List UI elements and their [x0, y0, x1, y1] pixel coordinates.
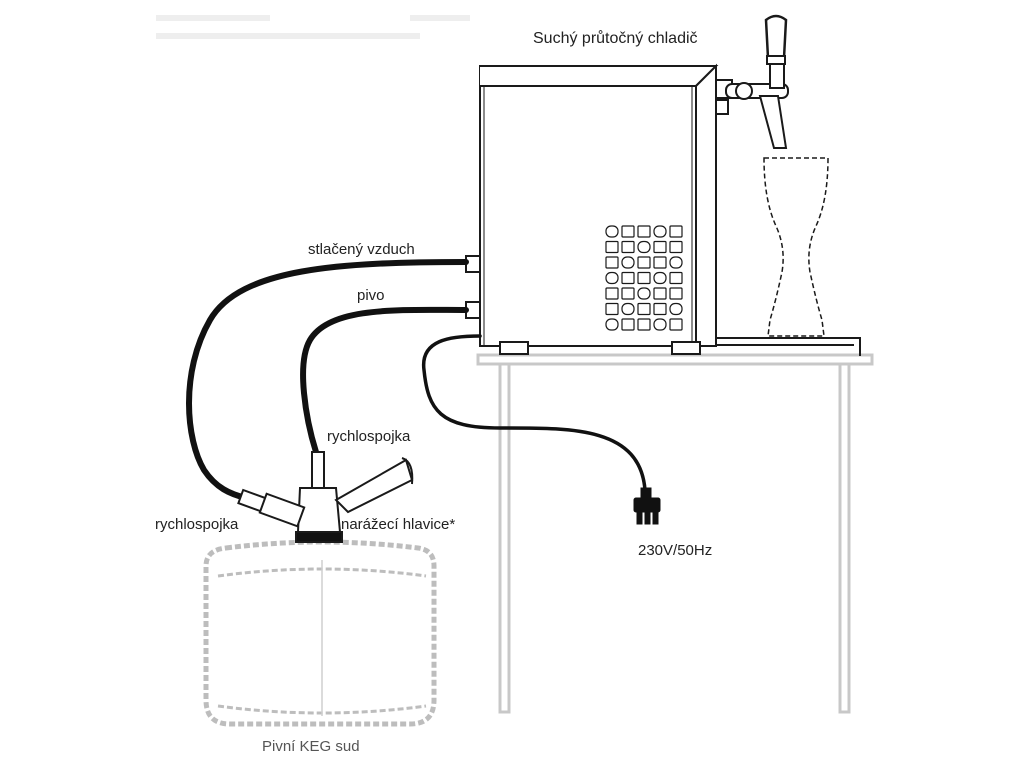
- vent-slot: [621, 287, 635, 300]
- vent-slot: [653, 225, 667, 238]
- power-cable: [422, 334, 647, 492]
- hose-compressed-air: [186, 259, 469, 501]
- power-plug: [633, 487, 661, 525]
- label-keg: Pivní KEG sud: [262, 738, 360, 755]
- keg-coupler: [237, 451, 414, 543]
- vent-slot: [669, 225, 683, 238]
- beer-tap: [715, 14, 789, 149]
- vent-slot: [669, 240, 683, 254]
- label-quick-coupler-left: rychlospojka: [155, 516, 239, 533]
- vent-slot: [637, 225, 651, 238]
- drip-tray: [716, 337, 861, 356]
- vent-slot: [621, 240, 635, 254]
- vent-slot: [669, 256, 683, 269]
- vent-slot: [637, 287, 651, 300]
- vent-slot: [653, 240, 667, 254]
- vent-slot: [653, 271, 667, 285]
- label-quick-coupler-top: rychlospojka: [327, 428, 411, 445]
- label-keg-coupler: narážecí hlavice*: [341, 516, 456, 533]
- vent-slot: [653, 318, 667, 331]
- vent-slot: [621, 318, 635, 331]
- label-beer: pivo: [357, 287, 385, 304]
- cooler-connectors: [465, 255, 481, 319]
- vent-slot: [637, 271, 651, 285]
- keg-barrel: [203, 539, 437, 727]
- table: [476, 353, 874, 714]
- label-cooler: Suchý průtočný chladič: [533, 30, 698, 47]
- vent-slot: [637, 318, 651, 331]
- vent-slot: [605, 271, 619, 285]
- vent-slot: [653, 287, 667, 300]
- hoses: [186, 259, 647, 501]
- vent-slot: [605, 302, 619, 316]
- hose-beer: [300, 306, 469, 455]
- vent-slot: [637, 240, 651, 254]
- vent-slot: [605, 318, 619, 331]
- vent-slot: [605, 287, 619, 300]
- label-power: 230V/50Hz: [638, 542, 713, 559]
- vent-slot: [637, 256, 651, 269]
- vent-slot: [653, 256, 667, 269]
- vent-slot: [621, 225, 635, 238]
- label-compressed-air: stlačený vzduch: [308, 241, 415, 258]
- vent-slot: [669, 271, 683, 285]
- vent-slot: [669, 302, 683, 316]
- vent-slot: [653, 302, 667, 316]
- beer-glass: [763, 157, 829, 337]
- vent-slot: [605, 225, 619, 238]
- faint-header-marks: [156, 15, 470, 39]
- vent-slot: [637, 302, 651, 316]
- vent-slot: [605, 256, 619, 269]
- vent-slot: [621, 256, 635, 269]
- vent-slot: [669, 318, 683, 331]
- vent-slot: [605, 240, 619, 254]
- vent-slot: [621, 271, 635, 285]
- vent-slot: [621, 302, 635, 316]
- vent-slot: [669, 287, 683, 300]
- vent-grid: [605, 225, 683, 331]
